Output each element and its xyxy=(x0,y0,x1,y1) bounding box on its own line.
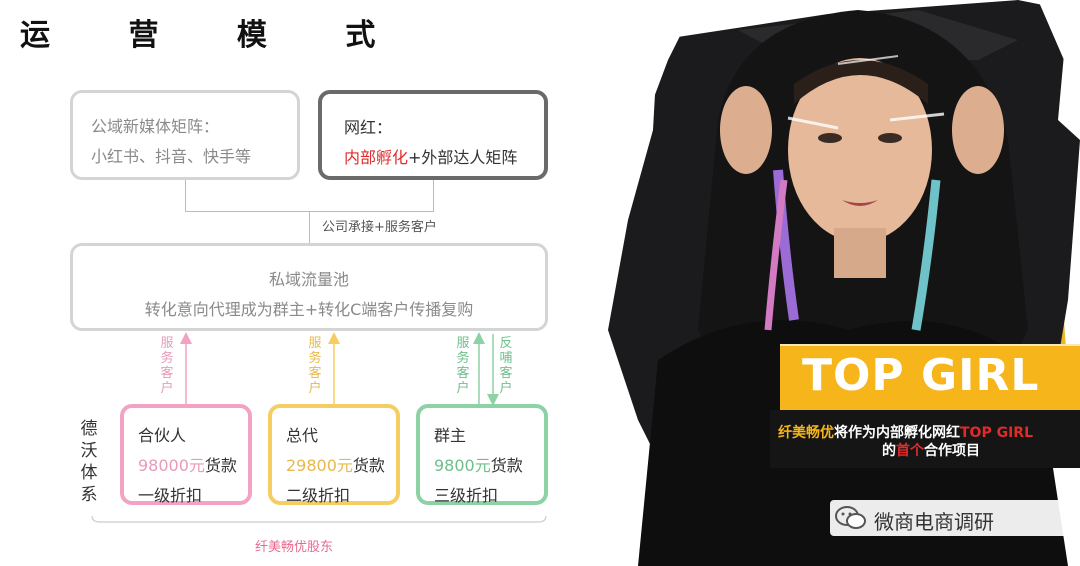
tier-box-agent: 总代 29800元货款 二级折扣 xyxy=(268,404,400,505)
influencer-line1: 网红： xyxy=(344,118,393,137)
tier-price-value: 29800元 xyxy=(286,456,353,475)
tier-price: 29800元货款 xyxy=(286,452,385,476)
service-label-partner: 服务客户 xyxy=(160,336,174,396)
service-label-group: 服务客户 xyxy=(456,336,470,396)
page-title: 运 营 模 式 xyxy=(20,18,410,53)
poster-artwork xyxy=(598,0,1080,566)
poster-image: TOP GIRL 纤美畅优将作为内部孵化网红TOP GIRL 的首个合作项目 微… xyxy=(598,0,1080,566)
caption-brand: 纤美畅优 xyxy=(778,425,834,441)
tier-price: 9800元货款 xyxy=(434,452,523,476)
tier-name: 合伙人 xyxy=(138,426,187,445)
tier-price-value: 9800元 xyxy=(434,456,491,475)
poster-caption-bg xyxy=(770,410,1080,468)
private-pool-box: 私域流量池 转化意向代理成为群主+转化C端客户传播复购 xyxy=(70,243,548,331)
tier-price-value: 98000元 xyxy=(138,456,205,475)
tier-discount: 三级折扣 xyxy=(434,486,499,505)
tier-price: 98000元货款 xyxy=(138,452,237,476)
shareholder-label: 纤美畅优股东 xyxy=(255,540,334,555)
tier-box-group: 群主 9800元货款 三级折扣 xyxy=(416,404,548,505)
private-pool-line1: 私域流量池 xyxy=(268,270,349,289)
tier-discount: 一级折扣 xyxy=(138,486,203,505)
influencer-rest: +外部达人矩阵 xyxy=(408,148,518,167)
poster-headline: TOP GIRL xyxy=(802,350,1040,401)
system-label: 德沃体系 xyxy=(80,419,98,505)
public-domain-box: 公域新媒体矩阵： 小红书、抖音、快手等 xyxy=(70,90,300,180)
poster-banner: TOP GIRL xyxy=(780,344,1080,410)
tier-name: 总代 xyxy=(286,426,319,445)
feedback-label: 反哺客户 xyxy=(499,336,513,396)
connector-down xyxy=(309,211,310,244)
influencer-box: 网红： 内部孵化+外部达人矩阵 xyxy=(318,90,548,180)
public-domain-line2: 小红书、抖音、快手等 xyxy=(91,147,252,166)
caption-text1: 将作为内部孵化网红 xyxy=(834,425,960,441)
poster-caption: 纤美畅优将作为内部孵化网红TOP GIRL 的首个合作项目 xyxy=(778,424,1078,460)
caption-first: 首个 xyxy=(896,443,924,459)
influencer-highlight: 内部孵化 xyxy=(344,148,409,167)
influencer-line2: 内部孵化+外部达人矩阵 xyxy=(344,144,517,168)
watermark-text: 微商电商调研 xyxy=(874,510,994,534)
tier-box-partner: 合伙人 98000元货款 一级折扣 xyxy=(120,404,252,505)
caption-topgirl: TOP GIRL xyxy=(960,425,1033,441)
service-label-agent: 服务客户 xyxy=(308,336,322,396)
tier-price-suffix: 货款 xyxy=(352,456,385,475)
private-pool-line2: 转化意向代理成为群主+转化C端客户传播复购 xyxy=(144,300,474,319)
tier-price-suffix: 货款 xyxy=(490,456,523,475)
bottom-bracket xyxy=(91,515,547,523)
connector-right-vertical xyxy=(433,180,434,212)
tier-name: 群主 xyxy=(434,426,467,445)
caption-text3: 合作项目 xyxy=(924,443,980,459)
public-domain-line1: 公域新媒体矩阵： xyxy=(91,117,220,136)
wechat-icon xyxy=(835,506,866,529)
connector-left-vertical xyxy=(185,180,186,212)
wechat-watermark: 微商电商调研 xyxy=(830,500,1080,536)
connector-label: 公司承接+服务客户 xyxy=(322,220,437,235)
tier-price-suffix: 货款 xyxy=(204,456,237,475)
caption-text2: 的 xyxy=(882,443,896,459)
tier-discount: 二级折扣 xyxy=(286,486,351,505)
